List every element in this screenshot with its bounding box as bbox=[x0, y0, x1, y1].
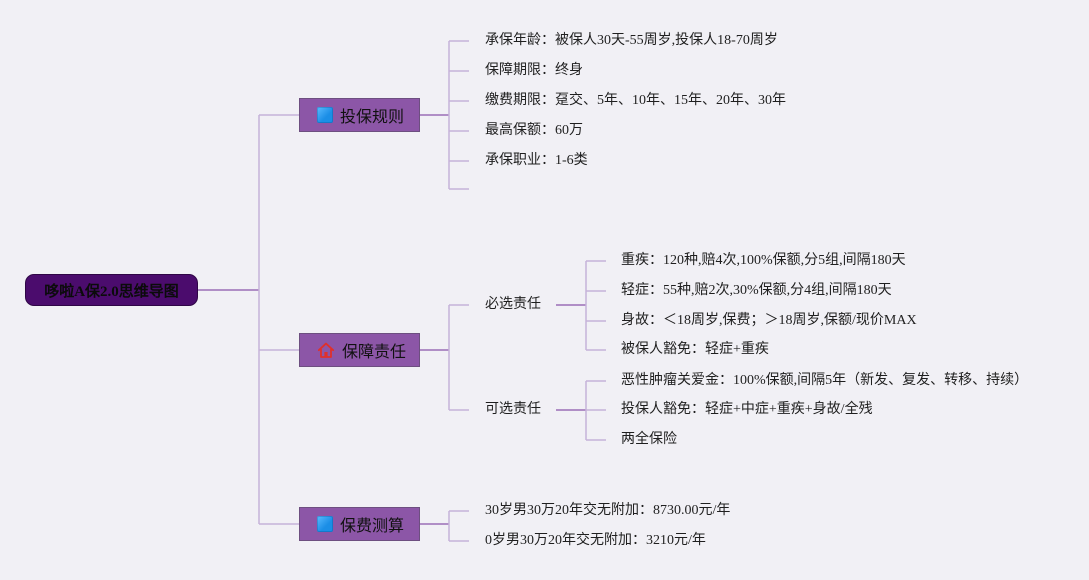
endowment-topic: 两全保险 bbox=[621, 432, 677, 447]
blue-square-icon bbox=[317, 516, 333, 532]
coverage-branch: 保障责任 bbox=[299, 333, 420, 367]
mild-illness-topic: 轻症：55种,赔2次,30%保额,分4组,间隔180天 bbox=[621, 283, 892, 298]
premium-example-age0-topic: 0岁男30万20年交无附加：3210元/年 bbox=[485, 533, 706, 548]
branch-label: 保障责任 bbox=[342, 344, 407, 361]
blue-square-icon bbox=[317, 107, 333, 123]
optional-coverage-topic: 可选责任 bbox=[485, 402, 541, 417]
mandatory-coverage-children-lines bbox=[585, 260, 606, 351]
cancer-care-benefit-topic: 恶性肿瘤关爱金：100%保额,间隔5年（新发、复发、转移、持续） bbox=[621, 373, 1029, 388]
premium-calculation-branch: 保费测算 bbox=[299, 507, 420, 541]
premium-example-age30-topic: 30岁男30万20年交无附加：8730.00元/年 bbox=[485, 503, 731, 518]
death-benefit-topic: 身故：＜18周岁,保费；＞18周岁,保额/现价MAX bbox=[621, 313, 917, 328]
max-sum-insured-topic: 最高保额：60万 bbox=[485, 123, 583, 138]
coverage-children-lines bbox=[448, 304, 469, 411]
critical-illness-topic: 重疾：120种,赔4次,100%保额,分5组,间隔180天 bbox=[621, 253, 906, 268]
branch-label: 保费测算 bbox=[340, 518, 405, 535]
rules-children-lines bbox=[448, 40, 469, 190]
mandatory-coverage-topic: 必选责任 bbox=[485, 297, 541, 312]
policyholder-waiver-topic: 投保人豁免：轻症+中症+重疾+身故/全残 bbox=[621, 402, 873, 417]
premium-children-lines bbox=[448, 510, 469, 542]
underwriting-rules-branch: 投保规则 bbox=[299, 98, 420, 132]
coverage-term-topic: 保障期限：终身 bbox=[485, 63, 583, 78]
optional-coverage-children-lines bbox=[585, 380, 606, 441]
root-topic-label: 哆啦A保2.0思维导图 bbox=[44, 283, 179, 300]
insured-age-topic: 承保年龄：被保人30天-55周岁,投保人18-70周岁 bbox=[485, 33, 778, 48]
insured-waiver-topic: 被保人豁免：轻症+重疾 bbox=[621, 342, 769, 357]
root-trunk bbox=[258, 114, 299, 525]
branch-label: 投保规则 bbox=[340, 109, 405, 126]
payment-term-topic: 缴费期限：趸交、5年、10年、15年、20年、30年 bbox=[485, 93, 786, 108]
root-topic: 哆啦A保2.0思维导图 bbox=[25, 274, 198, 306]
occupation-class-topic: 承保职业：1-6类 bbox=[485, 153, 588, 168]
house-icon bbox=[317, 342, 335, 358]
